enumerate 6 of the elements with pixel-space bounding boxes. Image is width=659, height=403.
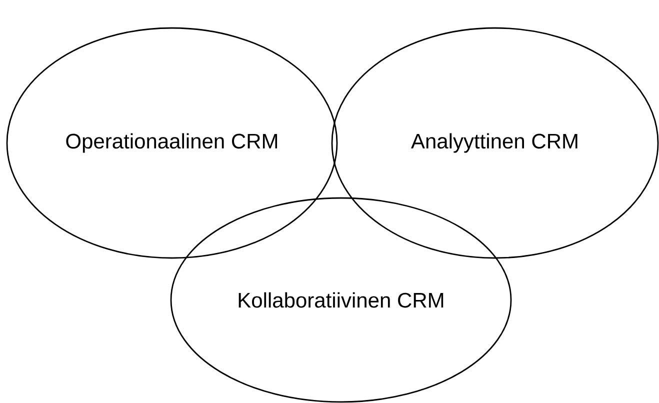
- set-label: Kollaboratiivinen CRM: [238, 292, 444, 308]
- set-label: Operationaalinen CRM: [66, 133, 278, 153]
- set-label: Analyyttinen CRM: [411, 133, 578, 153]
- set-ellipse: [6, 27, 338, 259]
- set-ellipse: [170, 197, 512, 403]
- set-ellipse: [331, 27, 659, 259]
